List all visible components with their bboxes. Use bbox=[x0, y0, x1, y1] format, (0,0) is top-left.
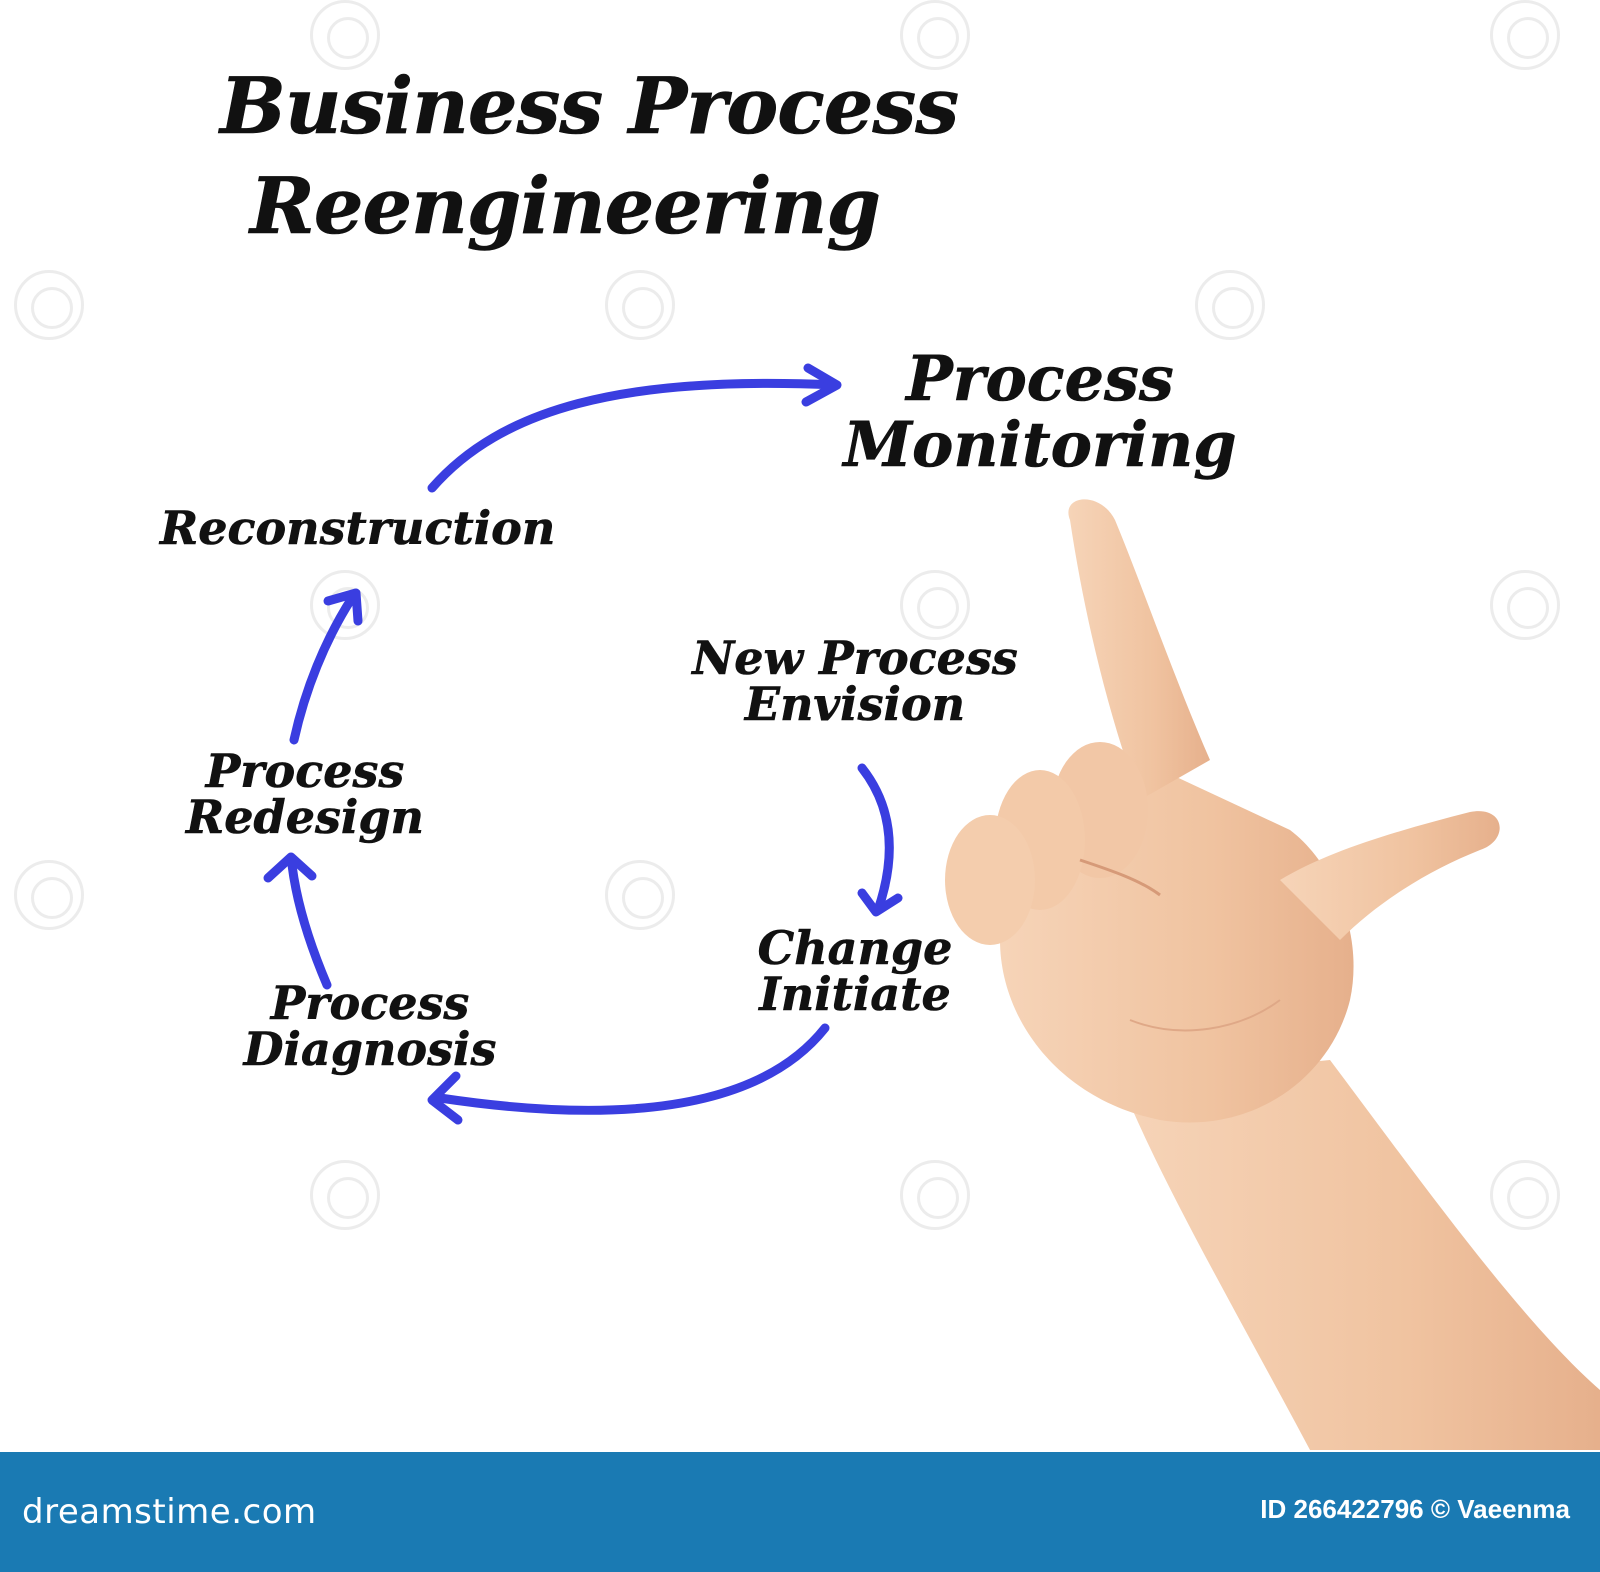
watermark-icon bbox=[14, 860, 84, 930]
step-process-redesign: Process Redesign bbox=[165, 744, 445, 844]
step-process-diagnosis-line-2: Diagnosis bbox=[243, 1022, 497, 1076]
arrowhead-redesign bbox=[263, 852, 317, 883]
watermark-icon bbox=[605, 270, 675, 340]
footer-image-id: ID 266422796 © Vaeenma bbox=[1260, 1494, 1570, 1524]
pointing-hand-image bbox=[945, 499, 1600, 1450]
arrowhead-monitoring bbox=[801, 363, 842, 407]
arrow-diagnosis-to-redesign bbox=[287, 860, 332, 990]
watermark-icon bbox=[1490, 570, 1560, 640]
arrowhead-diagnosis bbox=[427, 1071, 463, 1125]
step-new-process-envision-line-2: Envision bbox=[744, 677, 966, 731]
watermark-icon bbox=[310, 1160, 380, 1230]
arrow-redesign-to-reconstruction bbox=[289, 593, 357, 745]
watermark-icon bbox=[1195, 270, 1265, 340]
step-new-process-envision-line-1: New Process bbox=[692, 631, 1018, 685]
diagram-title-line-2: Reengineering bbox=[250, 161, 881, 252]
diagram-title-line-1: Business Process bbox=[220, 61, 960, 152]
watermark-icon bbox=[900, 570, 970, 640]
step-new-process-envision: New Process Envision bbox=[680, 631, 1030, 731]
footer-brand-logo[interactable]: dreamstime.com bbox=[22, 1492, 317, 1532]
step-process-diagnosis-line-1: Process bbox=[270, 976, 470, 1030]
arrow-envision-to-change bbox=[857, 763, 894, 915]
step-process-monitoring-line-1: Process bbox=[906, 342, 1174, 415]
step-process-monitoring-line-2: Monitoring bbox=[843, 408, 1237, 481]
watermark-icon bbox=[605, 860, 675, 930]
cycle-arrows bbox=[263, 363, 903, 1125]
arrowhead-change bbox=[857, 888, 903, 917]
step-reconstruction: Reconstruction bbox=[160, 501, 556, 555]
step-change-initiate-line-2: Initiate bbox=[759, 967, 951, 1021]
footer-bar: dreamstime.com ID 266422796 © Vaeenma bbox=[0, 1452, 1600, 1572]
watermark-icon bbox=[900, 0, 970, 70]
arrow-reconstruction-to-monitoring bbox=[427, 378, 840, 493]
watermark-icon bbox=[1490, 1160, 1560, 1230]
step-change-initiate-line-1: Change bbox=[757, 921, 953, 975]
watermark-icon bbox=[1490, 0, 1560, 70]
step-process-monitoring: Process Monitoring bbox=[820, 342, 1260, 481]
step-process-redesign-line-1: Process bbox=[205, 744, 405, 798]
watermark-icon bbox=[900, 1160, 970, 1230]
step-process-redesign-line-2: Redesign bbox=[186, 790, 425, 844]
step-change-initiate: Change Initiate bbox=[725, 921, 985, 1021]
watermark-icon bbox=[310, 0, 380, 70]
arrowhead-reconstruction bbox=[323, 588, 363, 626]
watermark-icon bbox=[310, 570, 380, 640]
step-process-diagnosis: Process Diagnosis bbox=[215, 976, 525, 1076]
watermark-icon bbox=[14, 270, 84, 340]
arrow-change-to-diagnosis bbox=[435, 1023, 830, 1115]
